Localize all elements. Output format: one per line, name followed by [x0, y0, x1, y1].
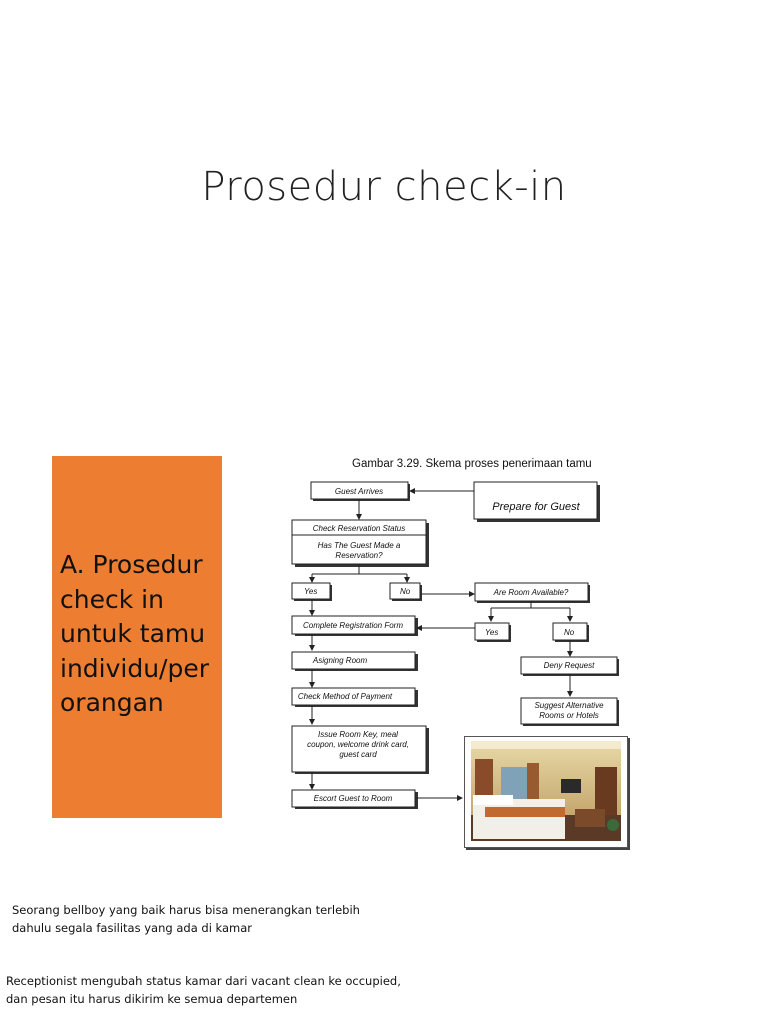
svg-text:Has The Guest Made a: Has The Guest Made a [318, 541, 401, 550]
svg-text:Check Reservation Status: Check Reservation Status [313, 524, 406, 533]
svg-text:Complete Registration Form: Complete Registration Form [303, 621, 403, 630]
svg-text:Yes: Yes [304, 587, 317, 596]
svg-text:Are Room Available?: Are Room Available? [493, 588, 569, 597]
node-prepare-for-guest: Prepare for Guest [473, 481, 600, 522]
node-deny-request: Deny Request [520, 656, 619, 676]
node-guest-arrives: Guest Arrives [310, 481, 410, 501]
hotel-room-photo [464, 736, 628, 848]
svg-text:Deny Request: Deny Request [544, 661, 595, 670]
svg-text:Check Method of Payment: Check Method of Payment [298, 692, 393, 701]
receptionist-note: Receptionist mengubah status kamar dari … [6, 974, 401, 1006]
node-yes-2: Yes [474, 622, 511, 642]
node-suggest-alternative: Suggest Alternative Rooms or Hotels [520, 697, 619, 726]
node-yes-1: Yes [291, 582, 332, 601]
node-no-2: No [552, 622, 589, 642]
svg-text:Prepare for Guest: Prepare for Guest [492, 501, 580, 513]
node-issue-room-key: Issue Room Key, meal coupon, welcome dri… [291, 725, 429, 774]
section-heading: A. Prosedur check in untuk tamu individu… [60, 550, 210, 717]
svg-text:guest card: guest card [339, 750, 377, 759]
node-payment-method: Check Method of Payment [291, 687, 418, 707]
node-rooms-available: Are Room Available? [474, 582, 590, 603]
node-assigning-room: Asigning Room [291, 651, 418, 671]
svg-text:Yes: Yes [485, 628, 498, 637]
bellboy-note: Seorang bellboy yang baik harus bisa men… [12, 903, 360, 935]
node-check-reservation: Check Reservation Status Has The Guest M… [291, 519, 429, 567]
svg-text:No: No [400, 587, 411, 596]
svg-text:Suggest Alternative: Suggest Alternative [534, 701, 604, 710]
hotel-room-image [471, 741, 621, 841]
svg-text:Escort Guest to Room: Escort Guest to Room [314, 794, 393, 803]
svg-text:coupon, welcome drink card,: coupon, welcome drink card, [307, 740, 409, 749]
node-no-1: No [389, 582, 422, 601]
slide-title: Prosedur check-in [201, 164, 567, 210]
svg-text:Reservation?: Reservation? [335, 551, 383, 560]
svg-text:Guest Arrives: Guest Arrives [335, 487, 383, 496]
section-panel: A. Prosedur check in untuk tamu individu… [52, 456, 222, 818]
svg-text:Issue Room Key, meal: Issue Room Key, meal [318, 730, 398, 739]
node-registration-form: Complete Registration Form [291, 615, 418, 636]
svg-text:No: No [564, 628, 575, 637]
figure-caption: Gambar 3.29. Skema proses penerimaan tam… [352, 458, 592, 470]
node-escort-guest: Escort Guest to Room [291, 789, 418, 809]
svg-text:Rooms or Hotels: Rooms or Hotels [539, 711, 599, 720]
svg-text:Asigning Room: Asigning Room [312, 656, 368, 665]
